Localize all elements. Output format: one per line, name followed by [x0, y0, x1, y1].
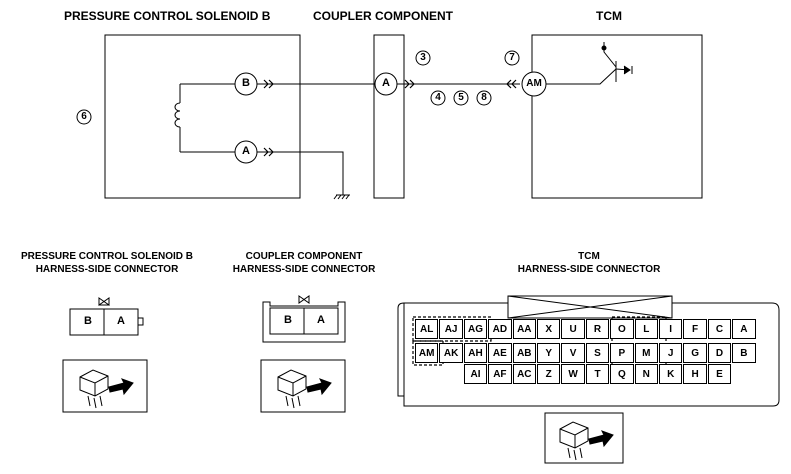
tcm-pin-w: W	[561, 364, 585, 384]
tcm-pin-ah: AH	[463, 343, 488, 363]
callout-8-circle	[476, 90, 492, 106]
tcm-pin-n: N	[634, 364, 658, 384]
callout-7: 7	[509, 52, 515, 63]
ground-symbol	[333, 194, 350, 200]
tcm-connector-face	[397, 295, 780, 407]
coupler-connector-title-line1: COUPLER COMPONENT	[245, 251, 363, 262]
tcm-pin-ag: AG	[463, 319, 488, 339]
solenoid-pin-b: B	[84, 315, 92, 327]
tcm-pin-al: AL	[415, 319, 439, 339]
callout-4-circle	[430, 90, 446, 106]
coupler-box	[373, 34, 405, 199]
tcm-pin-e: E	[707, 364, 732, 384]
tcm-pin-d: D	[707, 343, 732, 363]
callout-5-circle	[453, 90, 469, 106]
tcm-pin-s: S	[585, 343, 610, 363]
connector-arrow-tcm	[506, 79, 517, 89]
tcm-pin-g: G	[683, 343, 707, 363]
tcm-pin-v: V	[561, 343, 585, 363]
tcm-pin-ab: AB	[512, 343, 536, 363]
coupler-connector-title-line2: HARNESS-SIDE CONNECTOR	[232, 264, 376, 275]
tcm-pin-m: M	[634, 343, 658, 363]
tcm-pin-q: Q	[610, 364, 634, 384]
tcm-pin-i: I	[659, 319, 683, 339]
tcm-pin-r: R	[585, 319, 610, 339]
tcm-pin-h: H	[683, 364, 707, 384]
coupler-pin-b: B	[284, 314, 292, 326]
callout-4: 4	[435, 92, 441, 103]
tcm-pin-af: AF	[488, 364, 512, 384]
callout-8: 8	[481, 92, 487, 103]
probe-icon-tcm	[544, 412, 624, 464]
tcm-pin-j: J	[659, 343, 683, 363]
tcm-pin-a: A	[732, 319, 756, 339]
solenoid-box	[104, 34, 301, 199]
probe-icon-coupler	[260, 359, 346, 413]
tcm-pin-ae: AE	[488, 343, 512, 363]
callout-6: 6	[81, 111, 87, 122]
tcm-pin-c: C	[707, 319, 732, 339]
coupler-pin-a: A	[317, 314, 325, 326]
tcm-pin-ad: AD	[488, 319, 512, 339]
wire-a-ground	[257, 151, 344, 195]
tcm-pin-l: L	[634, 319, 658, 339]
tcm-pin-aj: AJ	[439, 319, 463, 339]
tcm-pin-b: B	[732, 343, 756, 363]
tcm-pin-am: AM	[415, 343, 439, 363]
coil-symbol	[174, 83, 236, 153]
tcm-pin-f: F	[683, 319, 707, 339]
connector-arrow-a	[263, 147, 274, 157]
title-coupler: COUPLER COMPONENT	[313, 9, 454, 23]
solenoid-connector-face	[69, 297, 144, 336]
callout-3: 3	[420, 52, 426, 63]
solenoid-pin-a: A	[117, 315, 125, 327]
tcm-pin-t: T	[585, 364, 610, 384]
callouts	[76, 50, 520, 125]
callout-5: 5	[458, 92, 464, 103]
tcm-pin-p: P	[610, 343, 634, 363]
tcm-pin-ak: AK	[439, 343, 463, 363]
transistor-symbol	[546, 42, 633, 85]
probe-icon-solenoid	[62, 359, 148, 413]
tcm-pin-o: O	[610, 319, 634, 339]
solenoid-connector-title: PRESSURE CONTROL SOLENOID B HARNESS-SIDE…	[0, 250, 214, 276]
connector-arrow-coupler	[404, 79, 415, 89]
callout-3-circle	[415, 50, 431, 66]
tcm-connector-title-line1: TCM	[578, 251, 600, 262]
tcm-connector-title: TCM HARNESS-SIDE CONNECTOR	[488, 250, 690, 276]
solenoid-connector-title-line2: HARNESS-SIDE CONNECTOR	[35, 264, 179, 275]
title-tcm: TCM	[596, 9, 622, 23]
tcm-pin-ai: AI	[463, 364, 488, 384]
tcm-pin-ac: AC	[512, 364, 536, 384]
tcm-pin-x: X	[537, 319, 561, 339]
solenoid-connector-title-line1: PRESSURE CONTROL SOLENOID B	[20, 251, 194, 262]
tcm-pin-y: Y	[537, 343, 561, 363]
connector-arrow-b	[263, 79, 274, 89]
tcm-pin-aa: AA	[512, 319, 536, 339]
tcm-pin-z: Z	[537, 364, 561, 384]
solenoid-terminal-a-label: A	[242, 145, 250, 157]
title-solenoid: PRESSURE CONTROL SOLENOID B	[64, 9, 271, 23]
tcm-pin-k: K	[659, 364, 683, 384]
callout-6-circle	[76, 109, 92, 125]
solenoid-terminal-b-label: B	[242, 77, 250, 89]
coupler-terminal-a-label: A	[382, 77, 390, 89]
callout-7-circle	[504, 50, 520, 66]
tcm-terminal-am-label: AM	[526, 78, 542, 89]
coupler-connector-title: COUPLER COMPONENT HARNESS-SIDE CONNECTOR	[212, 250, 396, 276]
tcm-pin-u: U	[561, 319, 585, 339]
coupler-connector-face	[262, 295, 346, 343]
tcm-box	[531, 34, 703, 199]
tcm-connector-title-line2: HARNESS-SIDE CONNECTOR	[517, 264, 661, 275]
